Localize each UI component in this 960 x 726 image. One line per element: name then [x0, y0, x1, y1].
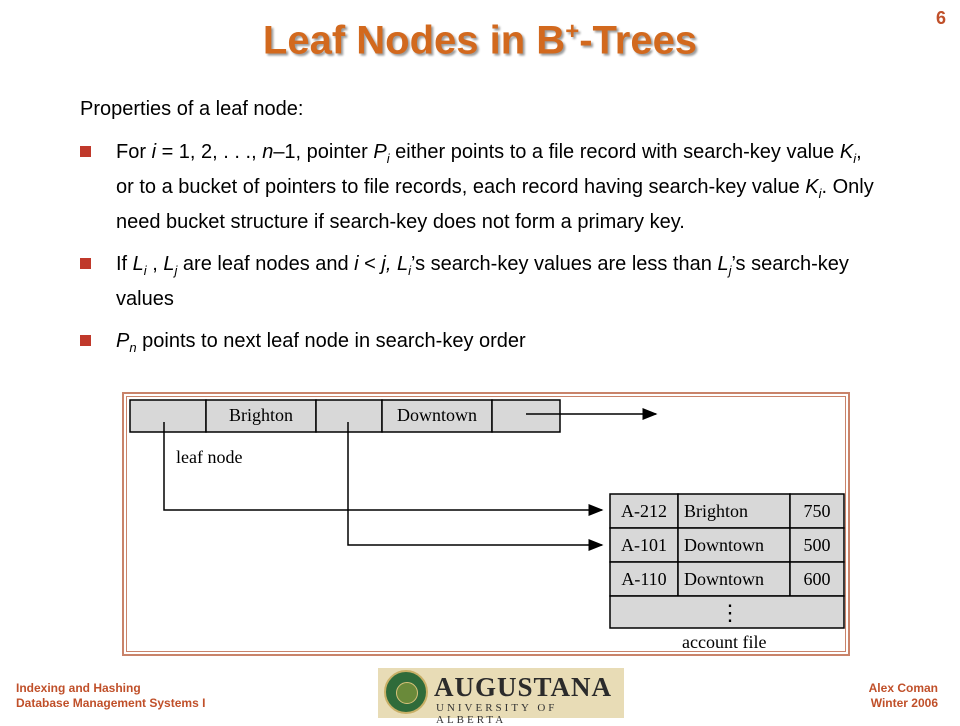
bullet1-sub-p: i	[386, 151, 390, 166]
bullet2-sub-l3: i	[408, 263, 411, 278]
bullet1-sub-k: i	[853, 151, 857, 166]
bullet2-var-l2: L	[163, 253, 175, 275]
bullet2-sub-l4: j	[728, 263, 732, 278]
footer-author: Alex Coman Winter 2006	[869, 681, 938, 711]
leaf-pointer-cell-3	[491, 399, 561, 433]
record-3-account: A-110	[621, 569, 666, 589]
pointer-arrow-2	[347, 422, 604, 551]
bullet1-var-n: n	[262, 141, 274, 163]
record-cell	[789, 493, 845, 529]
bullet1-var-k2: K	[805, 176, 819, 198]
augustana-logo: AUGUSTANA UNIVERSITY OF ALBERTA	[378, 668, 624, 726]
bullet1-text-f: . Only need bucket structure if search-k…	[116, 176, 874, 233]
leaf-node	[129, 399, 561, 433]
bullet2-text-c: are leaf nodes and	[177, 253, 355, 275]
bullet3-var-p: P	[116, 330, 130, 352]
university-seal-icon	[384, 670, 428, 714]
record-cell	[609, 561, 679, 597]
bullet1-text-e: , or to a bucket of pointers to file rec…	[116, 141, 862, 198]
bullet1-var-k: K	[839, 141, 854, 163]
leaf-key-downtown: Downtown	[397, 405, 477, 425]
bullet1-text-c: –1, pointer	[273, 141, 374, 163]
bullet1-sub-k2: i	[818, 186, 822, 201]
bullet-item-2: If Li , Lj are leaf nodes and i < j, Li’…	[80, 250, 880, 313]
record-3-branch: Downtown	[684, 569, 764, 589]
bullet-item-1: For i = 1, 2, . . ., n–1, pointer Pi eit…	[80, 138, 880, 236]
bullet2-var-i: i	[354, 253, 359, 275]
bullet1-text-a: For	[116, 141, 152, 163]
record-2-branch: Downtown	[684, 535, 764, 555]
account-file-table	[609, 493, 845, 629]
bullet2-text-d: ’s search-key values are less than	[411, 253, 718, 275]
bullet3-sub-n: n	[129, 340, 137, 355]
leaf-key-cell-2	[381, 399, 493, 433]
bullet1-var-p: P	[373, 141, 387, 163]
leaf-pointer-cell-1	[129, 399, 207, 433]
record-1-balance: 750	[804, 501, 831, 521]
title-tail: -Trees	[579, 18, 698, 63]
slide-number: 6	[935, 8, 946, 28]
bullet2-var-l4: L	[717, 253, 729, 275]
square-bullet-icon	[80, 258, 91, 269]
record-1-branch: Brighton	[684, 501, 748, 521]
leaf-key-brighton: Brighton	[229, 405, 293, 425]
pointer-arrow-1	[163, 422, 604, 516]
bullet2-text-b: ,	[146, 253, 164, 275]
footer-topic: Indexing and Hashing	[16, 681, 141, 695]
record-2-balance: 500	[804, 535, 831, 555]
bullet2-text-a: If	[116, 253, 133, 275]
intro-text: Properties of a leaf node:	[80, 98, 304, 120]
bullet2-sub-l1: i	[143, 263, 147, 278]
footer-term: Winter 2006	[870, 696, 938, 710]
footer-course: Indexing and Hashing Database Management…	[16, 681, 205, 711]
bullet3-text: points to next leaf node in search-key o…	[136, 330, 526, 352]
bullet-item-3: Pn points to next leaf node in search-ke…	[80, 327, 880, 362]
bullet1-text-b: = 1, 2, . . .,	[156, 141, 263, 163]
bullet2-text-e: ’s search-key values	[116, 253, 849, 310]
footer-course-name: Database Management Systems I	[16, 696, 206, 710]
footer-author-name: Alex Coman	[868, 681, 938, 695]
figure-frame	[122, 392, 850, 656]
square-bullet-icon	[80, 146, 91, 157]
logo-subtitle: UNIVERSITY OF ALBERTA	[436, 702, 558, 726]
leaf-key-cell-1	[205, 399, 317, 433]
bullet1-var-i: i	[151, 141, 157, 163]
leaf-node-label: leaf node	[176, 447, 242, 467]
square-bullet-icon	[80, 335, 91, 346]
record-1-account: A-212	[621, 501, 667, 521]
title-text: Leaf Nodes in B	[262, 18, 566, 63]
title-superscript: +	[565, 18, 580, 45]
record-3-balance: 600	[804, 569, 831, 589]
bullet2-less-than: <	[358, 253, 382, 275]
leaf-pointer-cell-2	[315, 399, 383, 433]
logo-name: AUGUSTANA	[434, 672, 613, 702]
record-cell	[789, 527, 845, 563]
bullet-list: For i = 1, 2, . . ., n–1, pointer Pi eit…	[80, 138, 880, 376]
record-cell	[677, 493, 791, 529]
bullet2-var-l1: L	[132, 253, 144, 275]
page-title: Leaf Nodes in B+-Trees	[0, 18, 960, 63]
account-file-label: account file	[682, 632, 766, 652]
pointer-arrows	[163, 408, 658, 551]
record-2-account: A-101	[621, 535, 667, 555]
record-ellipsis-row	[609, 595, 845, 629]
bullet2-sub-l2: j	[174, 263, 178, 278]
bullet2-var-l3: L	[396, 253, 409, 275]
bullet1-text-d: either points to a file record with sear…	[389, 141, 840, 163]
record-ellipsis: ⋮	[719, 600, 741, 625]
bullet2-var-j: j,	[381, 253, 397, 275]
